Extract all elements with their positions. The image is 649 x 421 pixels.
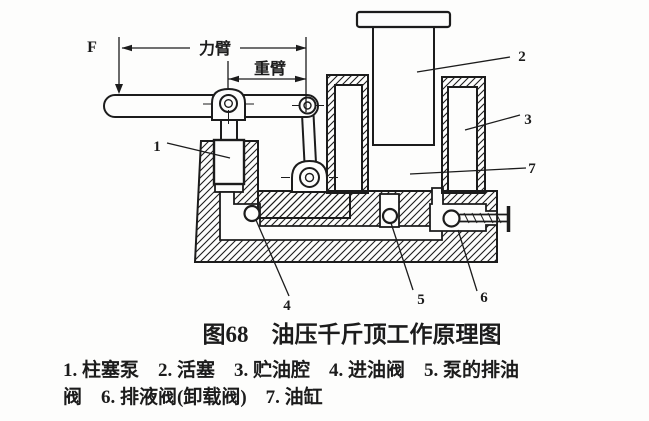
leader-5 [390,222,414,291]
effort-arm-label: 力臂 [199,39,231,58]
force-arrowhead [115,84,123,94]
dimension-lines [115,37,307,112]
valves [243,204,511,232]
piston-cap [355,10,452,29]
drain-valve-ball [442,209,461,228]
drain-screw [459,206,511,232]
jack-body-section [193,74,498,263]
leader-2 [416,56,511,73]
fulcrum-pin-hole [223,98,233,108]
link-pin-hole [304,172,315,183]
left-cylinder-wall [326,74,369,194]
part-label-6: 6 [480,290,488,306]
leader-6 [457,229,478,292]
part-label-3: 3 [524,112,532,128]
discharge-valve-ball [381,207,399,225]
piston-body [372,25,435,146]
plunger [212,138,246,186]
right-cylinder-wall [441,76,486,194]
part-label-4: 4 [283,298,291,314]
figure-caption: 图68 油压千斤顶工作原理图 [203,322,502,347]
part-label-1: 1 [153,139,161,155]
link-rod [312,113,317,164]
oil-channel [219,191,443,241]
part-label-7: 7 [528,161,536,177]
channel-cover-plate [257,190,351,219]
handle-pivot-hole [303,101,312,110]
leader-3 [464,114,521,131]
legend-line-2: 阀 6. 排液阀(卸载阀) 7. 油缸 [63,385,323,408]
legend-line-1: 1. 柱塞泵 2. 活塞 3. 贮油腔 4. 进油阀 5. 泵的排油 [63,358,519,381]
leader-1 [166,142,231,159]
leader-4 [255,219,290,297]
part-label-5: 5 [417,292,425,308]
load-arm-label: 重臂 [254,59,286,78]
lever-assembly [103,87,338,193]
part-label-2: 2 [518,49,526,65]
leader-7 [409,167,527,175]
leader-lines [166,56,527,297]
piston [355,10,452,146]
inlet-valve-ball [243,204,261,223]
force-label: F [87,39,97,56]
link-rod [301,113,306,164]
